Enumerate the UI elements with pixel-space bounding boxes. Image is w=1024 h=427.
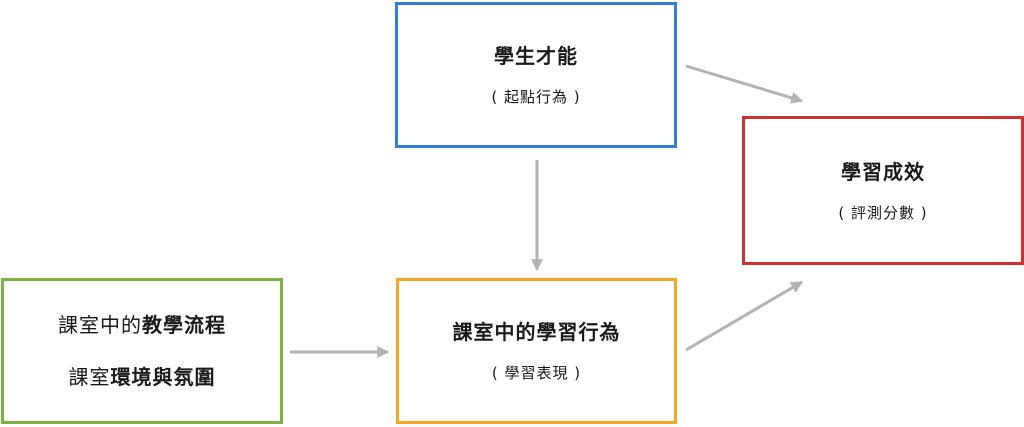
arrow-ability-to-outcome [685,64,804,104]
node-environment-line-2-plain: 課室 [68,365,111,389]
node-classroom-behavior-subtitle: ( 學習表現 ) [491,364,582,382]
node-learning-outcome: 學習成效 ( 評測分數 ) [742,116,1024,265]
node-classroom-environment: 課室中的教學流程 課室環境與氛圍 [1,278,283,424]
node-environment-line-1-bold: 教學流程 [142,313,226,337]
node-classroom-behavior: 課室中的學習行為 ( 學習表現 ) [396,278,677,424]
node-student-ability: 學生才能 ( 起點行為 ) [395,2,677,148]
node-learning-outcome-title: 學習成效 [841,159,925,184]
arrow-behavior-to-outcome [685,280,804,352]
node-student-ability-subtitle: ( 起點行為 ) [491,88,581,106]
node-environment-line-1-plain: 課室中的 [58,313,142,337]
node-environment-line-2-bold: 環境與氛圍 [110,365,216,389]
node-classroom-behavior-title: 課室中的學習行為 [452,320,621,344]
node-student-ability-title: 學生才能 [494,44,578,68]
node-environment-line-1: 課室中的教學流程 [58,313,226,337]
node-environment-line-2: 課室環境與氛圍 [69,365,216,389]
node-learning-outcome-subtitle: ( 評測分數 ) [838,203,928,222]
